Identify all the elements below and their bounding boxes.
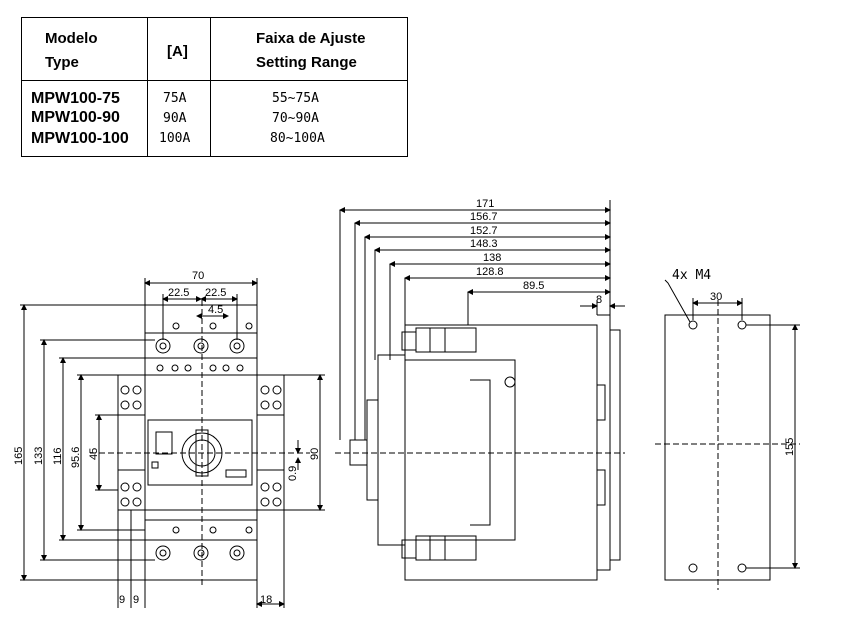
row-model: MPW100-75	[31, 90, 120, 107]
row-current: 75A	[163, 91, 187, 106]
row-model: MPW100-100	[31, 130, 129, 147]
mount-hole	[737, 563, 747, 573]
table-divider	[147, 18, 148, 156]
terminal-screw	[155, 338, 171, 354]
table-divider	[22, 80, 407, 81]
terminal-screw	[229, 338, 245, 354]
dim-label: 171	[476, 198, 494, 210]
dim-label: 133	[33, 447, 45, 465]
dim-label: 128.8	[476, 266, 504, 278]
din-rail	[597, 314, 611, 571]
spec-table: Modelo Type [A] Faixa de Ajuste Setting …	[21, 17, 408, 157]
mount-hole	[688, 320, 698, 330]
front-dimensions: 70 22.5 22.5 4.5 165 133 116 95.6 45 90 …	[13, 270, 321, 606]
header-current: [A]	[167, 43, 188, 60]
dim-label: 9	[133, 594, 139, 606]
dim-label: 4.5	[208, 304, 223, 316]
terminal-screw	[229, 545, 245, 561]
hole-callout: 4x M4	[672, 268, 711, 283]
mount-hole	[737, 320, 747, 330]
row-range: 55~75A	[272, 91, 319, 106]
dim-label: 22.5	[205, 287, 226, 299]
side-terminal	[401, 331, 417, 351]
knob-shaft	[349, 439, 368, 466]
row-current: 90A	[163, 111, 187, 126]
side-view	[335, 200, 625, 581]
dim-label: 9	[119, 594, 125, 606]
dim-label: 90	[309, 448, 321, 460]
header-model-pt: Modelo	[45, 30, 98, 47]
dim-label: 8	[596, 294, 602, 306]
header-range-pt: Faixa de Ajuste	[256, 30, 366, 47]
side-terminal	[401, 539, 417, 559]
dim-label: 30	[710, 291, 722, 303]
mount-dimensions: 4x M4 30 155	[672, 268, 796, 456]
front-body	[117, 374, 285, 511]
side-dimensions: 171 156.7 152.7 148.3 138 128.8 89.5 8	[470, 198, 602, 306]
dim-label: 116	[52, 447, 64, 465]
dim-label: 89.5	[523, 280, 544, 292]
row-model: MPW100-90	[31, 109, 120, 126]
dim-label: 165	[13, 447, 25, 465]
row-range: 80~100A	[270, 131, 325, 146]
dim-label: 0.9	[287, 466, 299, 481]
dim-label: 156.7	[470, 211, 498, 223]
dim-label: 45	[88, 448, 100, 460]
dial-indicator	[155, 431, 173, 455]
front-view	[20, 278, 325, 608]
trip-slider	[225, 469, 247, 478]
table-divider	[210, 18, 211, 156]
dim-label: 18	[260, 594, 272, 606]
dim-label: 22.5	[168, 287, 189, 299]
row-range: 70~90A	[272, 111, 319, 126]
dim-label: 70	[192, 270, 204, 282]
dim-label: 148.3	[470, 238, 498, 250]
dim-label: 138	[483, 252, 501, 264]
terminal-screw	[193, 545, 209, 561]
header-model-en: Type	[45, 54, 79, 71]
mount-hole	[688, 563, 698, 573]
dim-label: 152.7	[470, 225, 498, 237]
dim-label: 155	[784, 438, 796, 456]
row-current: 100A	[159, 131, 191, 146]
header-range-en: Setting Range	[256, 54, 357, 71]
terminal-screw	[155, 545, 171, 561]
dim-label: 95.6	[70, 447, 82, 468]
terminal-screw	[193, 338, 209, 354]
front-core	[144, 304, 258, 581]
mount-view	[655, 279, 800, 590]
